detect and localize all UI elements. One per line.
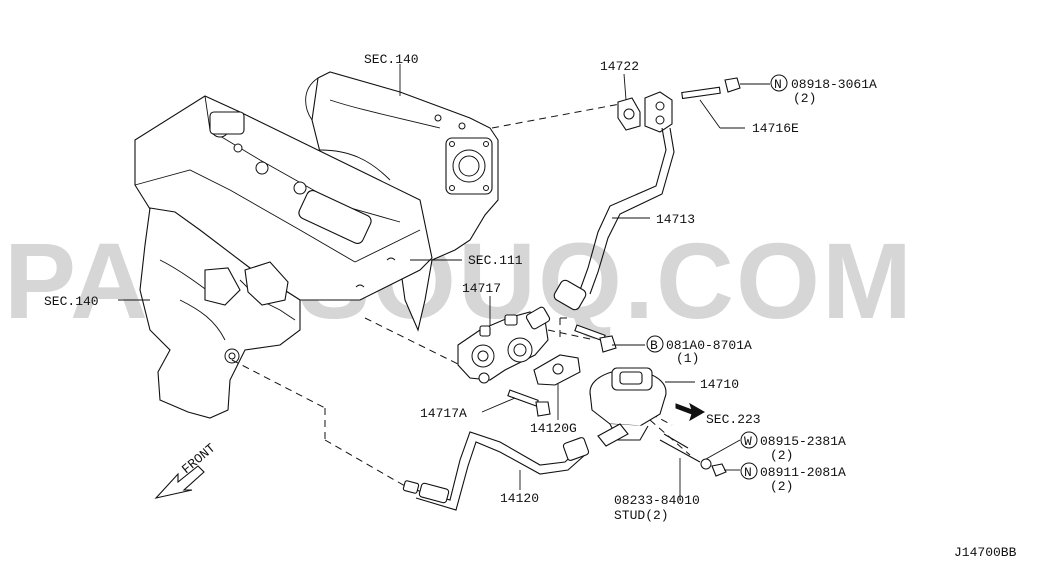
callout-qty: (2) — [770, 479, 793, 494]
label-stud-text: STUD(2) — [614, 508, 669, 523]
egr-valve-14710 — [589, 367, 667, 447]
nut-08911 — [711, 463, 727, 477]
svg-text:N: N — [744, 465, 752, 480]
bolt-14717a — [507, 389, 551, 417]
callout-qty: (1) — [676, 351, 699, 366]
sec223-arrow — [675, 402, 706, 422]
callout-b-081a0: B 081A0-8701A (1) — [646, 335, 752, 366]
svg-text:N: N — [774, 77, 782, 92]
svg-text:B: B — [650, 338, 658, 353]
stud-08233 — [659, 433, 701, 463]
label-sec223: SEC.223 — [706, 412, 761, 427]
label-14717: 14717 — [462, 281, 501, 296]
label-14120: 14120 — [500, 491, 539, 506]
label-14120g: 14120G — [530, 421, 577, 436]
callout-qty: (2) — [770, 448, 793, 463]
callout-part: 08918-3061A — [791, 77, 877, 92]
callout-part: 081A0-8701A — [666, 338, 752, 353]
washer-08915 — [700, 458, 712, 470]
label-14717a: 14717A — [420, 406, 467, 421]
egr-adapter-14717 — [457, 306, 551, 384]
front-indicator: FRONT — [154, 440, 219, 499]
label-sec111: SEC.111 — [468, 253, 523, 268]
flange-bolt — [681, 77, 741, 100]
callout-w-08915: W 08915-2381A (2) — [740, 431, 846, 463]
gasket-14120g — [533, 354, 581, 386]
label-14722: 14722 — [600, 59, 639, 74]
callout-qty: (2) — [793, 91, 816, 106]
engine-block — [134, 71, 499, 419]
callout-part: 08915-2381A — [760, 434, 846, 449]
gasket-14722 — [617, 97, 641, 131]
diagram-code: J14700BB — [954, 545, 1017, 560]
label-stud-number: 08233-84010 — [614, 493, 700, 508]
tube-flange-14716e — [644, 91, 673, 133]
callout-n-08911: N 08911-2081A (2) — [740, 462, 846, 494]
egr-pipe-14120 — [402, 431, 590, 511]
callout-part: 08911-2081A — [760, 465, 846, 480]
label-14710: 14710 — [700, 377, 739, 392]
bolt-081a0 — [574, 324, 617, 353]
label-14713: 14713 — [656, 212, 695, 227]
svg-text:W: W — [744, 434, 752, 449]
label-sec140-left: SEC.140 — [44, 294, 99, 309]
egr-tube-14713 — [553, 127, 675, 311]
callout-n-08918: N 08918-3061A (2) — [770, 74, 877, 106]
label-sec140-top: SEC.140 — [364, 52, 419, 67]
label-14716e: 14716E — [752, 121, 799, 136]
